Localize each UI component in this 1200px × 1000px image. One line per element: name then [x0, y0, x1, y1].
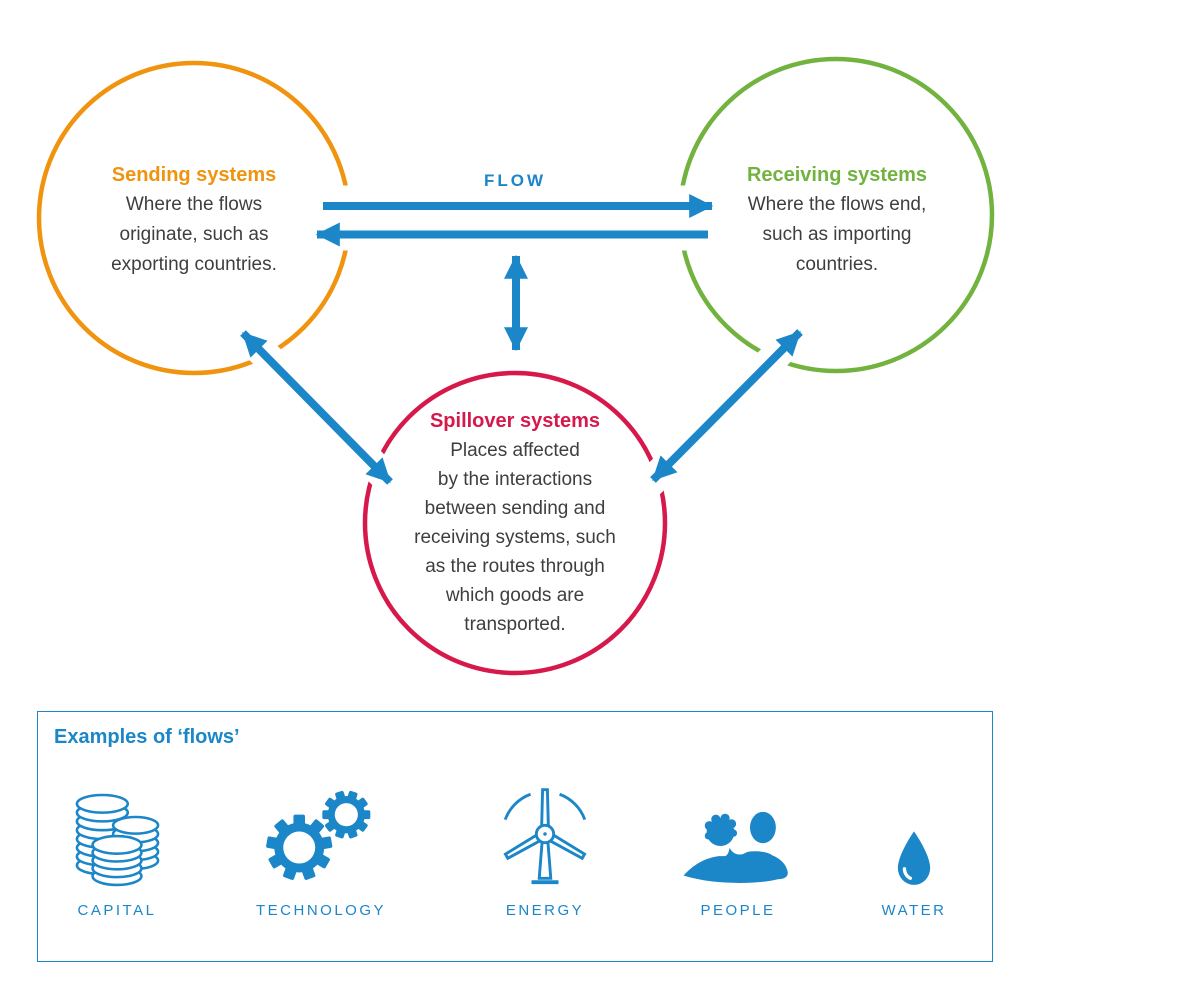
receiving-systems-line: Where the flows end, — [747, 194, 927, 215]
water-icon-box — [829, 770, 999, 888]
sending-systems-text: Sending systems Where the flows originat… — [44, 160, 344, 280]
spillover-systems-line: transported. — [464, 614, 566, 635]
technology-label: TECHNOLOGY — [255, 902, 386, 919]
spillover-circle — [362, 370, 668, 676]
receiving-systems-title: Receiving systems — [746, 164, 928, 186]
water-drop-icon — [897, 831, 931, 885]
receiving-systems-line: countries. — [795, 254, 879, 275]
coins-icon — [75, 793, 160, 887]
sending-systems-line: exporting countries. — [111, 254, 277, 275]
spillover-systems-line: which goods are — [445, 585, 585, 606]
sending-systems-line: originate, such as — [119, 224, 269, 245]
example-item-energy: ENERGY — [460, 770, 630, 919]
people-label: PEOPLE — [700, 902, 776, 919]
capital-label: CAPITAL — [77, 902, 157, 919]
technology-icon-box — [236, 770, 406, 888]
spillover-systems-text: Spillover systems Places affected by the… — [365, 406, 665, 639]
water-label: WATER — [881, 902, 947, 919]
gears-icon — [266, 790, 371, 880]
sending-systems-line: Where the flows — [125, 194, 263, 215]
sending-systems-title: Sending systems — [111, 164, 277, 186]
receiving-systems-line: such as importing — [762, 224, 912, 245]
flow-arrows — [240, 194, 803, 485]
examples-of-flows-panel: Examples of ‘flows’ — [37, 711, 993, 962]
receiving-systems-text: Receiving systems Where the flows end, s… — [687, 160, 987, 280]
sending-spillover-arrow — [240, 330, 393, 485]
energy-label: ENERGY — [505, 902, 585, 919]
spillover-systems-line: as the routes through — [425, 556, 605, 577]
wind-turbine-icon — [503, 788, 587, 885]
people-icon — [683, 811, 788, 883]
example-item-capital: CAPITAL — [32, 770, 202, 919]
examples-panel-title: Examples of ‘flows’ — [54, 726, 240, 748]
example-item-people: PEOPLE — [653, 770, 823, 919]
example-item-water: WATER — [829, 770, 999, 919]
capital-icon-box — [32, 770, 202, 888]
example-item-technology: TECHNOLOGY — [236, 770, 406, 919]
spillover-systems-line: receiving systems, such — [414, 527, 616, 548]
receiving-spillover-arrow — [650, 329, 803, 483]
energy-icon-box — [460, 770, 630, 888]
flow-label: FLOW — [483, 171, 547, 190]
people-icon-box — [653, 770, 823, 888]
spillover-systems-line: Places affected — [450, 440, 580, 461]
small-gear — [322, 790, 371, 839]
spillover-systems-line: by the interactions — [437, 469, 593, 490]
spillover-systems-title: Spillover systems — [429, 410, 601, 432]
large-gear — [266, 814, 333, 880]
spillover-systems-line: between sending and — [424, 498, 606, 519]
